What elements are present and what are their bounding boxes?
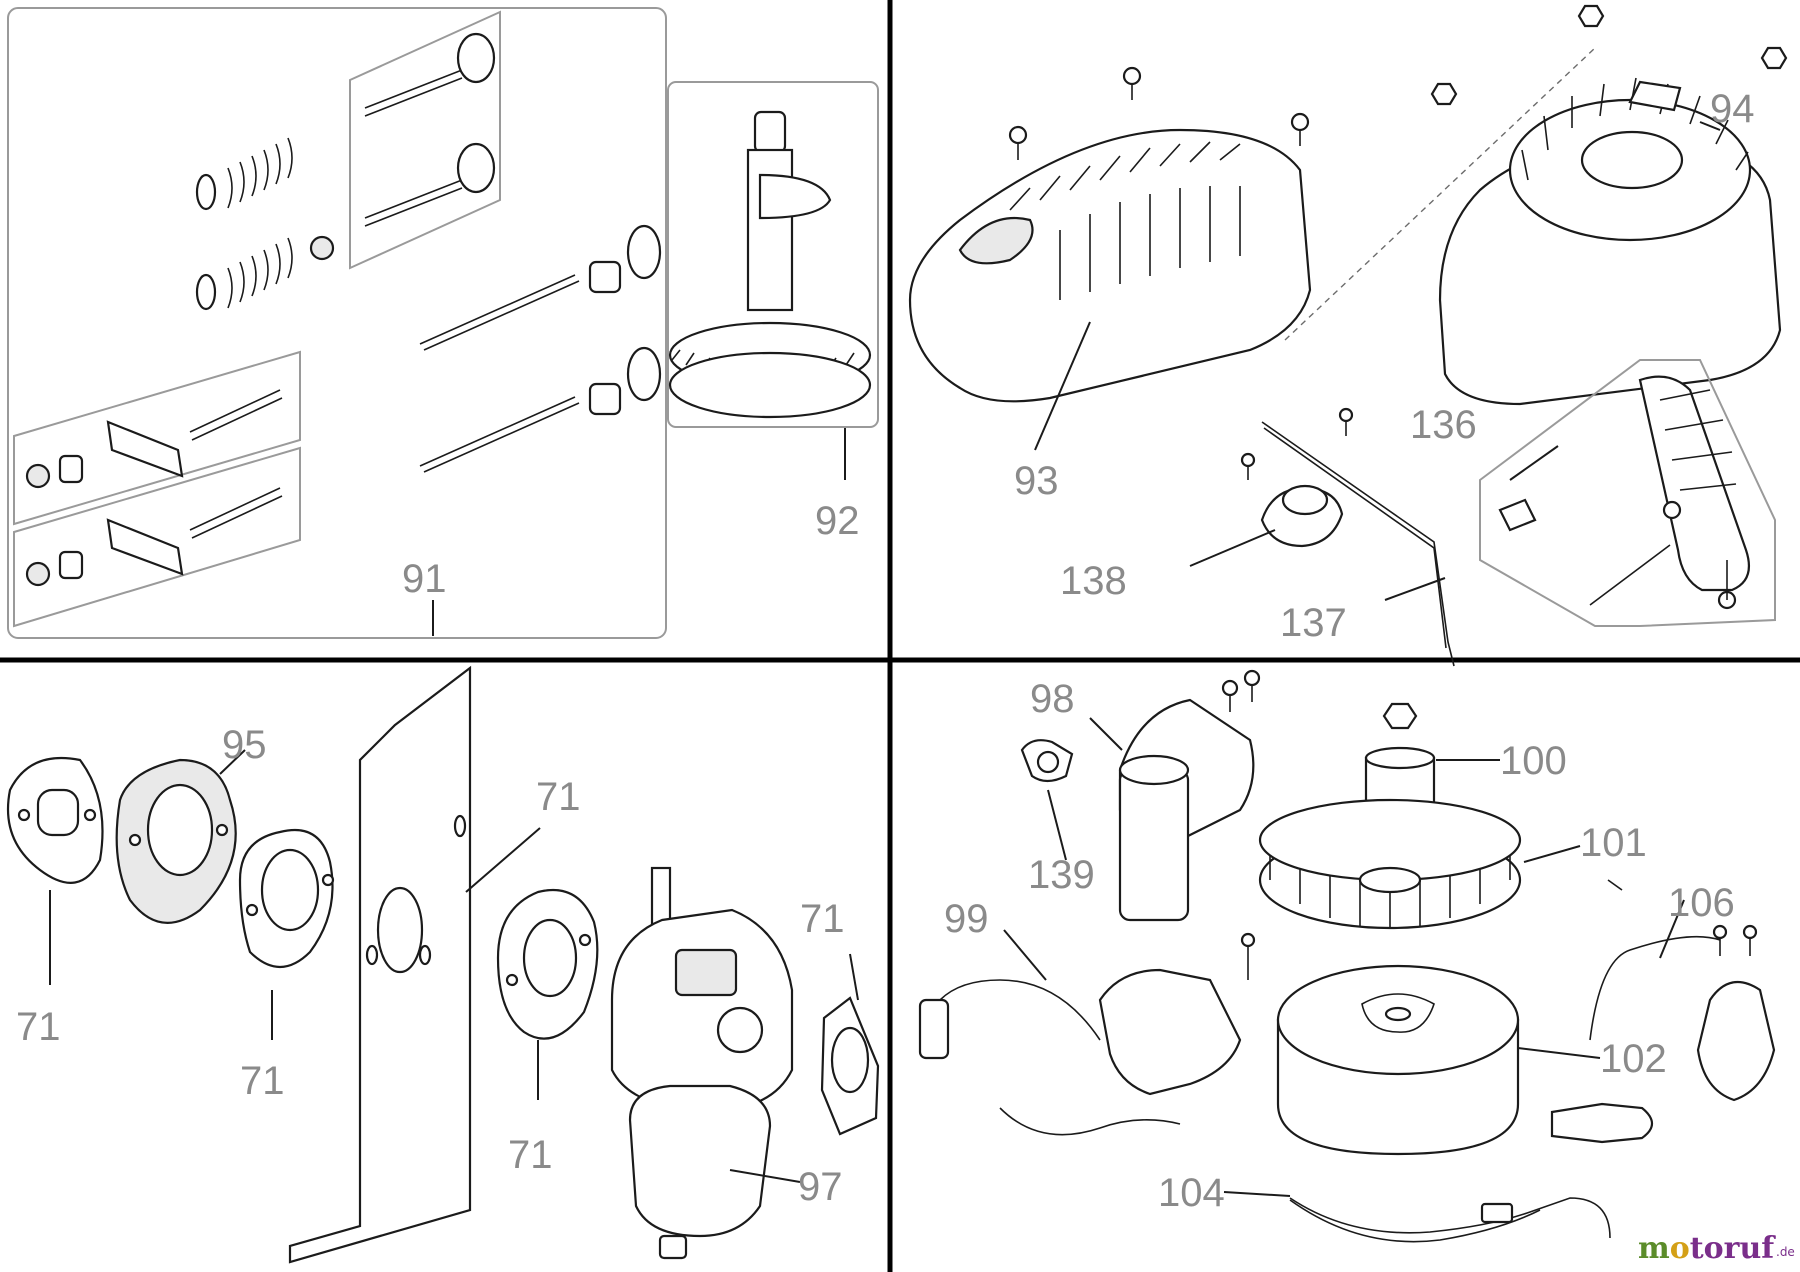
camshaft-group: 92 <box>667 81 879 543</box>
valve-spring-lower <box>195 235 335 311</box>
starter-motor-98: 98 <box>1030 669 1261 922</box>
watermark-brand: motoruf <box>1638 1231 1776 1266</box>
gasket-71-mid: 71 <box>238 828 335 1103</box>
watermark-m: m <box>1638 1231 1670 1266</box>
heat-shield-71: 71 <box>288 665 581 1264</box>
leader-98 <box>1089 717 1123 751</box>
valve-kit-frame <box>7 7 667 639</box>
leader-71-e <box>849 953 859 1001</box>
insulator-95: 95 <box>115 723 267 924</box>
rocker-subframe-lower <box>13 446 301 628</box>
leader-101 <box>1523 845 1581 863</box>
throttle-rod-137: 137 <box>1261 407 1455 667</box>
recoil-starter-94: 94 <box>1430 4 1788 406</box>
callout-139: 139 <box>1028 853 1095 897</box>
callout-98: 98 <box>1030 677 1075 721</box>
rocker-arm-lower <box>25 487 283 587</box>
watermark-tld: .de <box>1776 1245 1795 1259</box>
watermark-logo: motoruf .de <box>1638 1231 1795 1266</box>
alignment-line <box>1284 47 1596 341</box>
switch-139: 139 <box>1020 739 1095 897</box>
gasket-71-left: 71 <box>6 756 104 1049</box>
callout-94: 94 <box>1710 87 1755 131</box>
control-frame <box>1479 359 1776 627</box>
rocker-subframe-upper <box>13 350 301 526</box>
starter-body <box>1118 768 1190 922</box>
callout-100: 100 <box>1500 739 1567 783</box>
rocker-arm-upper <box>25 389 283 489</box>
leader-106 <box>1659 899 1685 959</box>
air-shroud-body <box>908 128 1312 403</box>
intake-valve <box>364 32 496 117</box>
valve-subframe <box>349 10 501 270</box>
valve-spring-upper <box>195 137 293 211</box>
leader-93 <box>1034 321 1091 451</box>
fan-101: 101 <box>1258 798 1647 930</box>
callout-71-b: 71 <box>240 1059 285 1103</box>
wire-harness-104: 104 <box>1158 1171 1611 1243</box>
callout-101: 101 <box>1580 821 1647 865</box>
callout-106: 106 <box>1668 881 1735 925</box>
callout-137: 137 <box>1280 601 1347 645</box>
rectifier-106: 106 <box>1550 881 1776 1144</box>
coil-body <box>1098 968 1242 1096</box>
gasket-71-carb: 71 <box>800 897 880 1136</box>
thermostat-138: 138 <box>1060 452 1344 603</box>
flywheel-102: 102 <box>1240 932 1667 1156</box>
callout-138: 138 <box>1060 559 1127 603</box>
carb-float-bowl <box>628 1084 772 1238</box>
leader-102 <box>1517 1047 1601 1059</box>
air-shroud-93: 93 <box>908 66 1312 503</box>
carb-body <box>610 908 794 1112</box>
control-lever-136: 136 <box>1410 359 1776 627</box>
camshaft-end <box>753 110 787 154</box>
leader-97 <box>729 1169 801 1183</box>
leader-104 <box>1223 1191 1291 1197</box>
callout-104: 104 <box>1158 1171 1225 1215</box>
callout-93: 93 <box>1014 459 1059 503</box>
callout-92: 92 <box>815 499 860 543</box>
leader-137 <box>1384 577 1446 601</box>
callout-91: 91 <box>402 557 447 601</box>
callout-71-c: 71 <box>536 775 581 819</box>
callout-71-d: 71 <box>508 1133 553 1177</box>
leader-71-c <box>465 827 541 893</box>
leader-99 <box>1003 929 1047 981</box>
leader-94 <box>1699 121 1721 131</box>
valve-kit-group: 91 <box>7 7 667 639</box>
leader-136 <box>1509 445 1559 481</box>
leader-95 <box>219 749 246 775</box>
ignition-coil-99: 99 <box>918 897 1242 1136</box>
callout-71-a: 71 <box>16 1005 61 1049</box>
cam-lobe <box>758 173 832 220</box>
leader-138 <box>1189 529 1276 567</box>
push-rod-upper <box>419 224 662 351</box>
camshaft-frame <box>667 81 879 428</box>
throttle-lever <box>1638 375 1750 592</box>
callout-71-e: 71 <box>800 897 845 941</box>
push-rod-lower <box>419 346 662 473</box>
gasket-71-right: 71 <box>496 888 599 1177</box>
callout-95: 95 <box>222 723 267 767</box>
leader-139 <box>1047 789 1067 861</box>
exhaust-valve <box>364 142 496 227</box>
callout-97: 97 <box>798 1165 843 1209</box>
callout-102: 102 <box>1600 1037 1667 1081</box>
callout-99: 99 <box>944 897 989 941</box>
carburetor-97: 97 <box>610 866 843 1260</box>
callout-136: 136 <box>1410 403 1477 447</box>
camshaft-shaft <box>746 148 794 312</box>
